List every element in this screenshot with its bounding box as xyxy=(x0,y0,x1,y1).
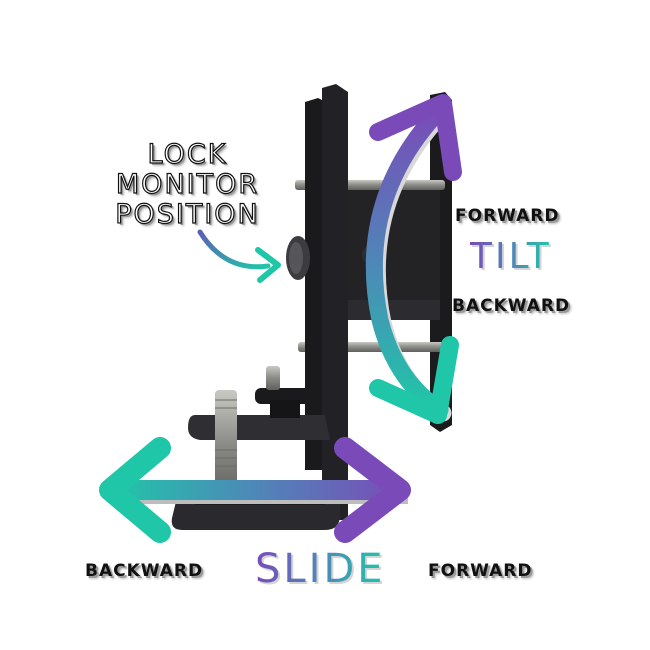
tilt-forward-label: FORWARD xyxy=(455,206,560,226)
lock-line-2: MONITOR xyxy=(115,169,260,200)
slide-arrow-icon xyxy=(99,437,411,543)
lock-arrow-icon xyxy=(197,229,281,283)
slide-backward-label: BACKWARD xyxy=(85,561,204,581)
slide-title: SLIDE xyxy=(255,546,386,592)
tilt-arrow-icon xyxy=(365,94,462,424)
lock-line-3: POSITION xyxy=(115,199,260,230)
slide-forward-label: FORWARD xyxy=(428,561,533,581)
lock-line-1: LOCK xyxy=(147,139,228,170)
tilt-backward-label: BACKWARD xyxy=(452,296,571,316)
tilt-title: TILT xyxy=(470,236,552,277)
lock-monitor-position-label: LOCK MONITOR POSITION xyxy=(95,139,280,230)
